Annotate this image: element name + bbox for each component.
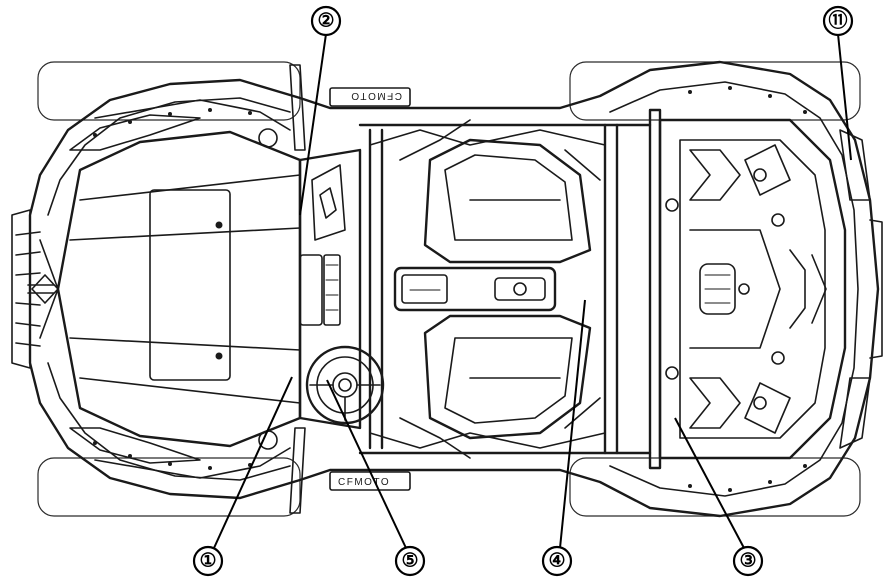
callout-5: ⑤ [394,545,426,577]
callout-11: ⑪ [822,5,854,37]
mirrors [258,64,306,514]
callouts: ② ⑪ ① ⑤ ④ ③ [192,5,854,577]
tires [37,61,861,517]
svg-text:②: ② [317,11,334,32]
callout-2: ② [310,5,342,37]
dashboard [298,148,362,430]
svg-text:⑪: ⑪ [828,9,847,32]
seats [423,138,592,440]
brand-text-top: CFMOTO [350,90,402,101]
rear-cargo-bed [658,118,847,460]
callout-4: ④ [541,545,573,577]
brand-side-lettering: CFMOTO CFMOTO [329,87,411,491]
callout-3: ③ [732,545,764,577]
rear-taillights [839,129,883,449]
front-fenders [69,99,291,479]
svg-text:③: ③ [739,551,756,572]
svg-text:⑤: ⑤ [401,551,418,572]
bed-emblem-top [689,149,741,201]
brand-text-bottom: CFMOTO [338,477,390,488]
hood [56,130,302,448]
svg-text:①: ① [199,551,216,572]
instrument-cluster [299,254,323,326]
fender-bolts [93,86,807,492]
roll-cage [358,108,662,470]
front-right-tire [37,457,301,517]
callout-1: ① [192,545,224,577]
steering-wheel [305,345,385,425]
body-outline [28,60,880,518]
front-left-tire [37,61,301,121]
hood-access-panel [149,189,231,381]
front-bumper [11,209,59,369]
center-console [393,266,557,312]
bed-emblem-bottom [689,377,741,429]
gear-selector [401,274,448,304]
svg-text:④: ④ [548,551,565,572]
